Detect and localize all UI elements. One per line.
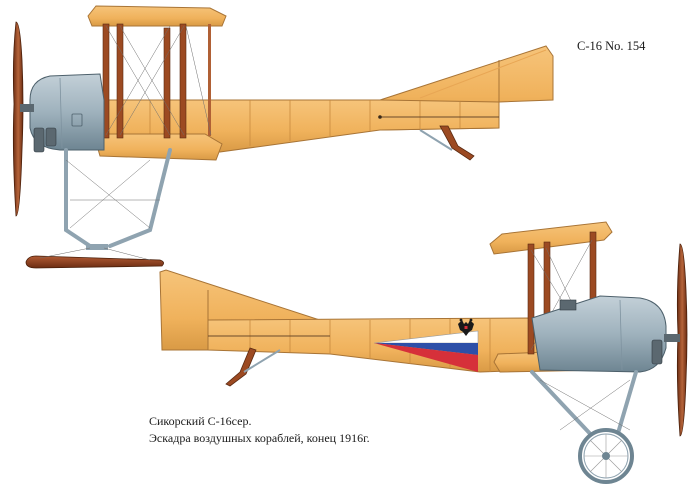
caption-line-2: Эскадра воздушных кораблей, конец 1916г. bbox=[149, 431, 370, 445]
propeller-bottom bbox=[676, 243, 688, 437]
lower-wing-top bbox=[95, 133, 223, 161]
upper-wing-top bbox=[87, 5, 227, 27]
national-flag-marking bbox=[373, 330, 479, 372]
caption-line-1: Сикорский С-16сер. bbox=[149, 414, 252, 428]
landing-wheel bbox=[578, 428, 634, 484]
aircraft-designation: С-16 No. 154 bbox=[577, 39, 646, 53]
engine-cowling-bottom bbox=[531, 295, 667, 373]
ski-top bbox=[25, 255, 164, 269]
propeller-top bbox=[12, 21, 24, 217]
upper-wing-bottom bbox=[489, 221, 613, 255]
double-headed-eagle-icon bbox=[458, 318, 474, 336]
aircraft-bottom bbox=[159, 221, 688, 484]
aircraft-top bbox=[12, 5, 554, 269]
